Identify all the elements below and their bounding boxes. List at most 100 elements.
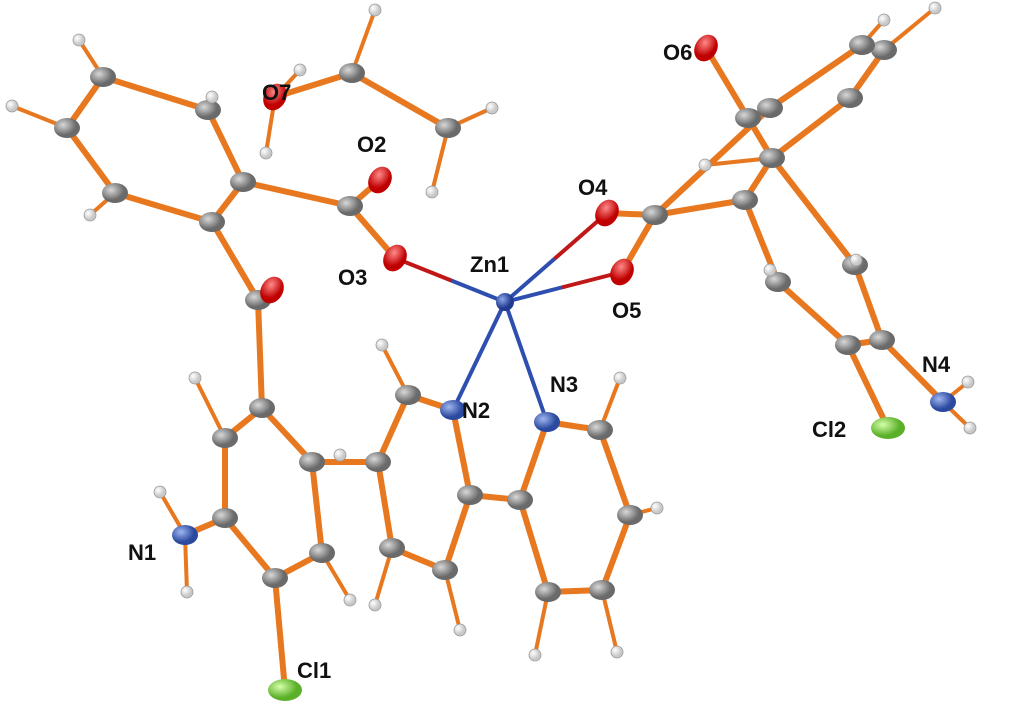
atom-q5: [535, 582, 561, 602]
atom-hl2: [188, 371, 202, 385]
atom-he3: [425, 185, 439, 199]
bond-l5-l6: [309, 459, 325, 556]
atom-p1: [365, 452, 391, 472]
atom-o4: [595, 199, 619, 227]
bond-l3-l4: [222, 515, 278, 581]
atom-he2: [485, 101, 499, 115]
atom-h5: [83, 208, 97, 222]
atom-l4: [262, 568, 288, 588]
atom-r5: [849, 35, 875, 55]
bond-l4-cl1: [272, 575, 288, 693]
atom-label-o5: O5: [612, 298, 641, 323]
atom-hp2: [375, 338, 389, 352]
bond-cc-o3: [347, 203, 398, 261]
bond-c3-cc: [240, 179, 353, 209]
bond-s4-n4: [879, 337, 946, 405]
atom-hn4b: [961, 375, 975, 389]
coordination-bond-zn-o5-half1: [503, 285, 566, 304]
atom-o3: [383, 244, 407, 272]
bond-l2-hl2: [193, 376, 227, 440]
bond-p1-p2: [375, 392, 411, 465]
atom-hp1: [333, 448, 347, 462]
atom-label-zn1: Zn1: [470, 252, 509, 277]
atom-label-o3: O3: [338, 265, 367, 290]
atom-r6: [757, 98, 783, 118]
atom-o5: [610, 258, 634, 286]
bond-c5-c6: [64, 125, 118, 196]
atom-ce1: [339, 63, 365, 83]
bond-c2-c3: [205, 107, 246, 185]
bond-r5-r6: [767, 42, 865, 111]
atom-cl2: [871, 417, 905, 439]
bond-ck-l1: [255, 297, 265, 411]
atom-hp6: [368, 598, 382, 612]
atom-cl1: [268, 679, 302, 701]
atom-hn1b: [180, 585, 194, 599]
atom-label-n4: N4: [922, 352, 951, 377]
atom-n4: [930, 392, 956, 412]
atom-c3: [230, 172, 256, 192]
atom-l5: [309, 543, 335, 563]
atom-cr: [642, 205, 668, 225]
bond-s3-cl2: [845, 342, 891, 431]
bond-cr-s1: [652, 197, 748, 218]
bond-ce1-he1: [350, 8, 377, 75]
coordination-bond-zn-n3-half1: [503, 300, 528, 364]
atom-zn: [496, 293, 514, 311]
atom-hn4a: [963, 421, 977, 435]
atom-c5: [102, 183, 128, 203]
bond-s4-s5: [852, 262, 885, 343]
bond-c4-ck: [209, 219, 261, 303]
atom-s4: [869, 330, 895, 350]
atom-c1: [90, 67, 116, 87]
atom-p2: [395, 385, 421, 405]
atom-hr2: [698, 158, 712, 172]
bond-s5-r2: [769, 155, 858, 268]
atom-ce2: [435, 118, 461, 138]
atom-c2: [195, 100, 221, 120]
atom-hO7: [259, 146, 273, 160]
atom-hq5: [528, 648, 542, 662]
atom-hr4: [928, 1, 942, 15]
bond-q2-q3: [597, 427, 633, 518]
bond-q6-n3: [517, 419, 550, 503]
atom-hr5: [877, 13, 891, 27]
atom-s1: [732, 190, 758, 210]
bond-q4-hq4: [600, 588, 619, 654]
atom-label-n1: N1: [128, 540, 156, 565]
atom-l1: [249, 398, 275, 418]
atom-label-o7: O7: [262, 80, 291, 105]
atom-n2: [440, 400, 466, 420]
bond-r2-r3: [769, 95, 853, 161]
atom-label-n3: N3: [550, 372, 578, 397]
atom-s3: [835, 335, 861, 355]
atom-cc: [337, 196, 363, 216]
atom-l6: [299, 452, 325, 472]
atom-label-cl1: Cl1: [297, 658, 331, 683]
bond-q5-hq5: [533, 590, 550, 657]
atom-hq2: [613, 371, 627, 385]
bond-ce1-ce2: [349, 70, 451, 131]
atom-p4: [457, 485, 483, 505]
bond-ce2-he3: [430, 126, 450, 194]
coordination-bond-zn-n3-half2: [524, 360, 549, 424]
atom-p5: [432, 560, 458, 580]
bond-l6-l1: [259, 405, 315, 465]
atom-label-o6: O6: [663, 40, 692, 65]
atom-hl5: [343, 593, 357, 607]
atom-c4: [199, 212, 225, 232]
atom-p6: [379, 538, 405, 558]
atom-label-n2: N2: [462, 398, 490, 423]
atom-r1: [735, 108, 761, 128]
atom-c6: [54, 118, 80, 138]
atom-label-o2: O2: [357, 132, 386, 157]
atom-ok: [260, 276, 284, 304]
bond-c4-c5: [112, 190, 215, 225]
atom-q3: [617, 505, 643, 525]
atom-o7: [263, 83, 287, 111]
atom-he1: [368, 3, 382, 17]
atom-r3: [837, 88, 863, 108]
atom-hp5: [453, 623, 467, 637]
atom-hq3: [650, 501, 664, 515]
